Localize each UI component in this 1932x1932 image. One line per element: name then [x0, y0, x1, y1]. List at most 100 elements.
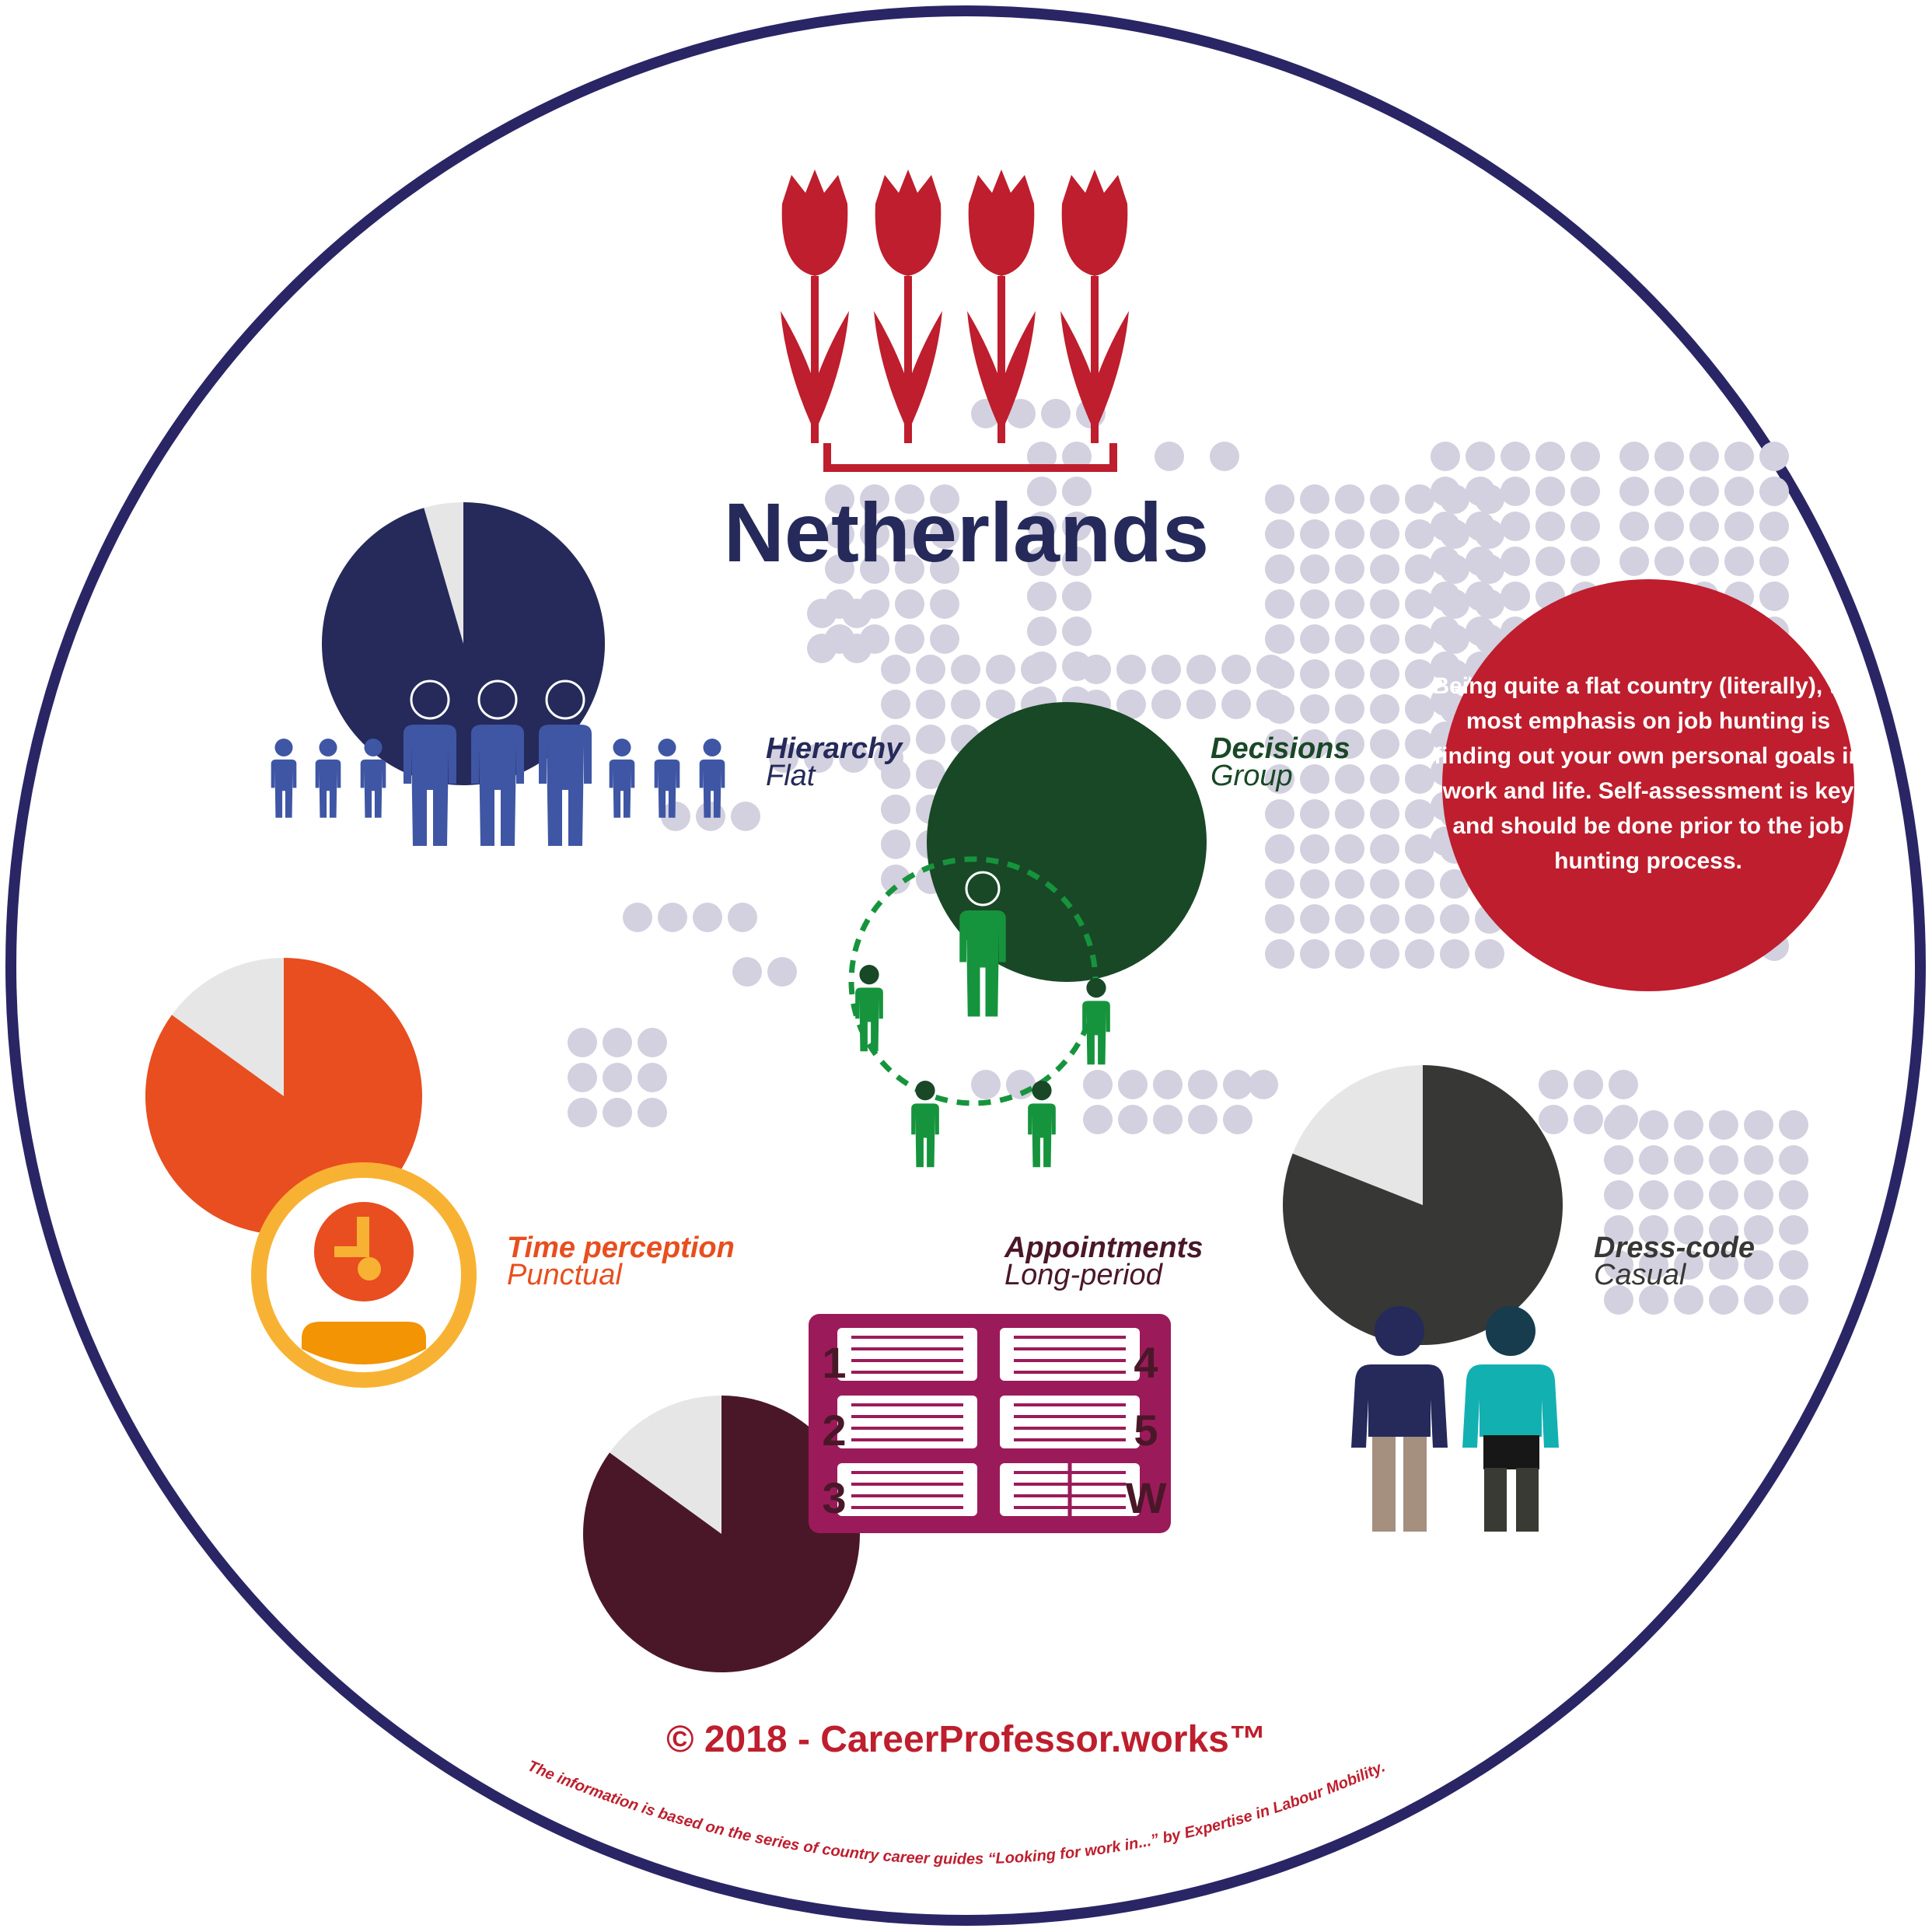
map-dot [1604, 1145, 1633, 1175]
hierarchy-value: Flat [766, 760, 816, 792]
map-dot [1759, 547, 1789, 576]
casual-person-left-icon [1351, 1306, 1448, 1532]
hierarchy-label: Hierarchy [766, 732, 903, 765]
map-dot [1062, 617, 1092, 646]
calendar-cell-bg [1000, 1328, 1140, 1381]
person-head [915, 1081, 935, 1101]
calendar-day-number: 4 [1134, 1338, 1158, 1387]
map-dot [1300, 624, 1329, 654]
map-dot [1619, 477, 1649, 506]
casual-person-right-icon [1462, 1306, 1559, 1532]
map-dot [1335, 659, 1364, 689]
map-dot [1405, 589, 1434, 619]
time-perception-section: Time perception Punctual [145, 958, 735, 1388]
tulip-bloom [968, 169, 1035, 276]
map-dot [1265, 764, 1294, 794]
map-dot [1027, 477, 1057, 506]
map-dot [1501, 477, 1530, 506]
map-dot [1300, 729, 1329, 759]
map-dot [1405, 764, 1434, 794]
person-head [274, 739, 293, 757]
map-dot [1370, 694, 1399, 724]
map-dot [1081, 655, 1111, 684]
tulip-base-line [823, 443, 1117, 472]
hierarchy-section: Hierarchy Flat [271, 502, 903, 846]
map-dot [807, 599, 837, 628]
calendar-line [1014, 1336, 1126, 1339]
map-dot [1709, 1180, 1738, 1210]
map-dot [1335, 484, 1364, 514]
map-dot [1709, 1110, 1738, 1140]
calendar-line [851, 1415, 963, 1418]
map-dot [638, 1098, 667, 1127]
dress-code-value: Casual [1594, 1259, 1687, 1291]
person-icon [609, 739, 635, 818]
map-dot [895, 624, 924, 654]
map-dot [951, 690, 980, 719]
dress-code-section: Dress-code Casual [1283, 1065, 1755, 1532]
calendar-line [851, 1506, 963, 1509]
map-dot [1300, 659, 1329, 689]
map-dot [1759, 442, 1789, 471]
map-dot [1431, 477, 1460, 506]
calendar-line [851, 1427, 963, 1430]
map-dot [842, 599, 872, 628]
map-dot [1062, 477, 1092, 506]
map-dot [1210, 442, 1239, 471]
person-body [271, 759, 297, 818]
calendar-line [1014, 1506, 1126, 1509]
map-dot [825, 554, 854, 584]
map-dot [1151, 655, 1181, 684]
map-dot [1431, 687, 1460, 716]
person-head [1032, 1081, 1052, 1101]
map-dot [1186, 690, 1216, 719]
tulip-leaf [819, 311, 849, 424]
map-dot [881, 795, 910, 824]
map-dot [1265, 554, 1294, 584]
map-dot [1405, 729, 1434, 759]
tulips-logo [781, 169, 1129, 472]
map-dot [1265, 834, 1294, 864]
map-dot [1604, 1180, 1633, 1210]
map-dot [1027, 582, 1057, 611]
tulip-leaf [1005, 311, 1036, 424]
calendar-day-number: W [1126, 1473, 1167, 1522]
tulip-stem [1091, 276, 1099, 443]
map-dot [916, 690, 945, 719]
tulip-icon [967, 169, 1036, 443]
map-dot [1744, 1180, 1773, 1210]
map-dot [842, 634, 872, 663]
calendar-day-number: 3 [822, 1473, 846, 1522]
map-dot [1431, 442, 1460, 471]
tulip-leaf [912, 311, 942, 424]
map-dot [895, 589, 924, 619]
map-dot [1779, 1215, 1808, 1245]
map-dot [881, 830, 910, 859]
person-body [911, 1103, 939, 1168]
calendar-line [851, 1483, 963, 1486]
calendar-line [1014, 1347, 1126, 1350]
person-icon [1028, 1081, 1056, 1168]
map-dot [1405, 554, 1434, 584]
map-dot [1027, 617, 1057, 646]
map-dot [728, 903, 757, 932]
map-dot [568, 1098, 597, 1127]
map-dot [1221, 690, 1251, 719]
map-dot [1221, 655, 1251, 684]
calendar-line [851, 1347, 963, 1350]
map-dot [568, 1063, 597, 1092]
tulip-leaf [874, 311, 904, 424]
map-dot [916, 760, 945, 789]
map-dot [1062, 512, 1092, 541]
map-dot [1335, 904, 1364, 934]
calendar-day-cell [837, 1463, 977, 1516]
map-dot [658, 903, 687, 932]
map-dot [1759, 512, 1789, 541]
person-head [703, 739, 721, 757]
calendar-line [851, 1494, 963, 1497]
person-body [609, 759, 635, 818]
calendar-line [1014, 1427, 1126, 1430]
person-icon [911, 1081, 939, 1168]
